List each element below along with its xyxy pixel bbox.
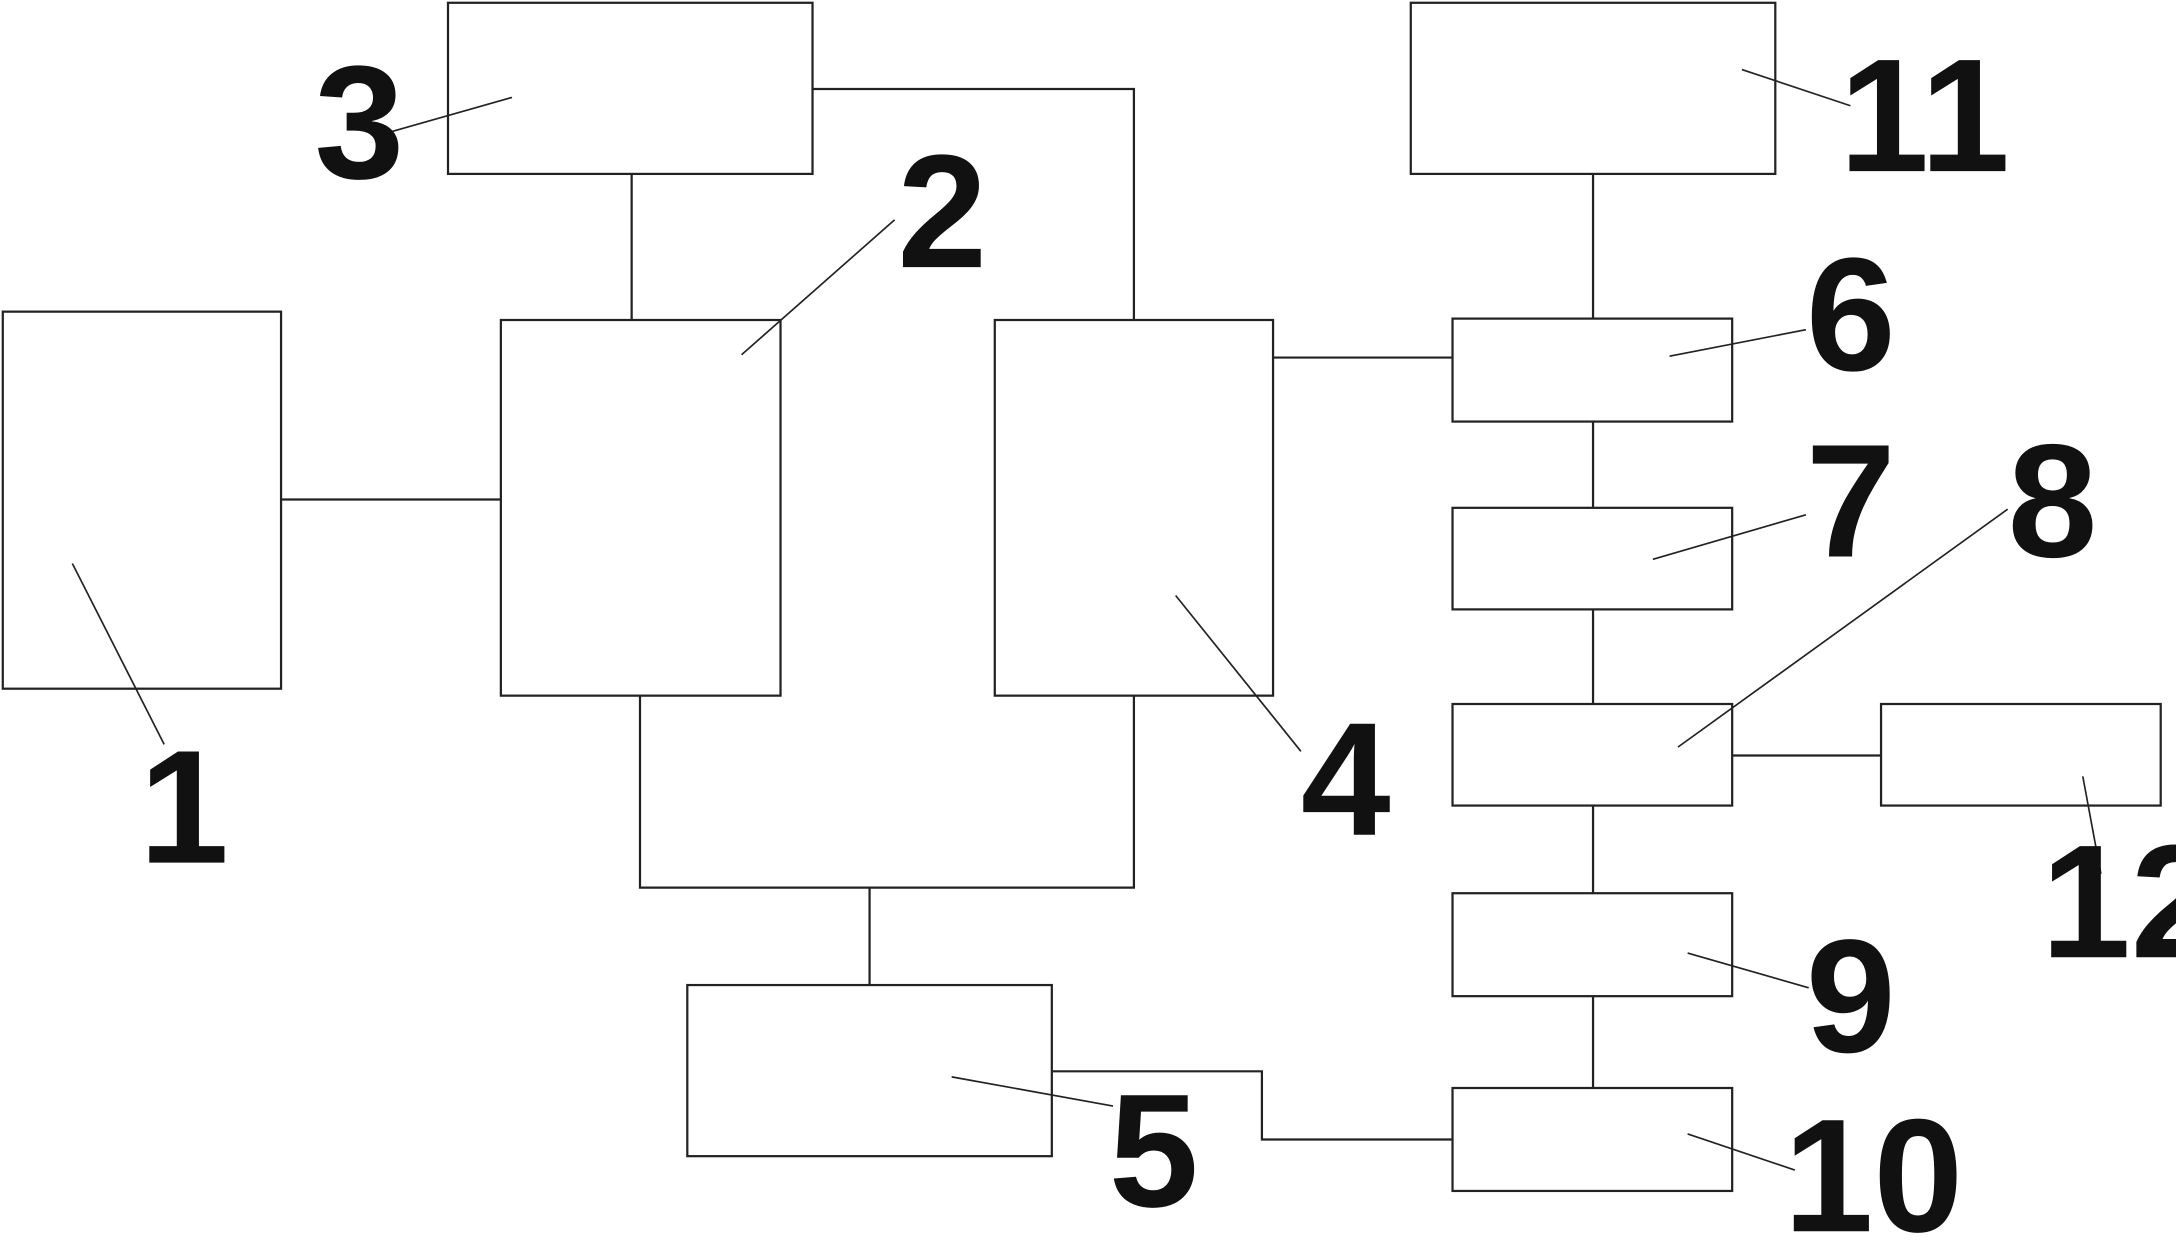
leader-7 — [1652, 513, 1807, 561]
leader-6 — [1669, 328, 1807, 357]
label-9: 9 — [1806, 907, 1896, 1087]
leader-1 — [71, 563, 165, 745]
block-8 — [1451, 702, 1734, 807]
block-5 — [686, 983, 1053, 1158]
label-3: 3 — [314, 33, 404, 213]
block-4 — [993, 318, 1275, 697]
block-12 — [1879, 702, 2162, 807]
block-6 — [1451, 317, 1734, 423]
leader-4 — [1175, 594, 1302, 752]
label-8: 8 — [2008, 412, 2098, 592]
leader-11 — [1741, 68, 1851, 107]
label-1: 1 — [139, 718, 229, 898]
label-2: 2 — [897, 122, 987, 302]
block-9 — [1451, 892, 1734, 998]
wire-3-4 — [812, 87, 1136, 320]
block-7 — [1451, 506, 1734, 611]
leader-10 — [1687, 1133, 1796, 1171]
label-10: 10 — [1784, 1086, 1964, 1248]
block-1 — [1, 310, 283, 690]
leader-2 — [741, 219, 896, 356]
leader-9 — [1687, 952, 1809, 989]
label-7: 7 — [1806, 412, 1896, 592]
leader-8 — [1677, 508, 2009, 748]
label-12: 12 — [2041, 812, 2176, 992]
block-2 — [499, 318, 782, 697]
block-3 — [446, 1, 814, 176]
leader-5 — [951, 1076, 1114, 1107]
wire-2-4-bus — [638, 695, 1136, 889]
label-4: 4 — [1301, 690, 1391, 870]
block-10 — [1451, 1086, 1734, 1193]
label-5: 5 — [1109, 1061, 1199, 1241]
leader-12 — [2081, 776, 2102, 874]
leader-3 — [389, 96, 513, 133]
label-11: 11 — [1839, 26, 2010, 206]
wire-5-10 — [1051, 1070, 1453, 1141]
block-11 — [1409, 1, 1777, 176]
label-6: 6 — [1806, 225, 1896, 405]
